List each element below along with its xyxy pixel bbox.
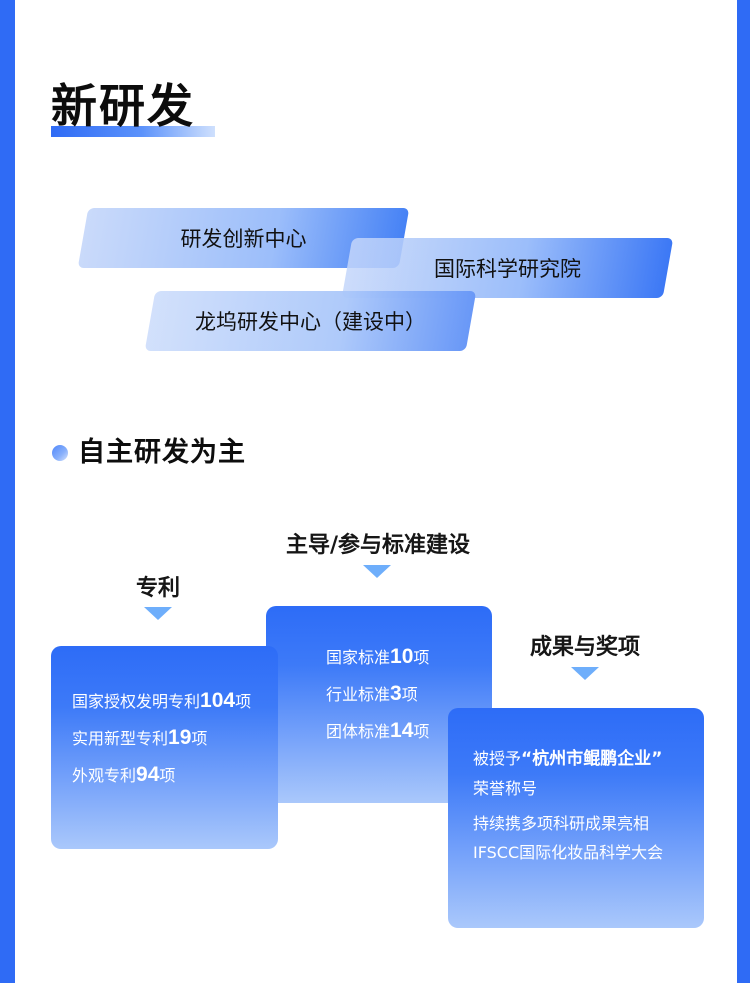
tag-label: 国际科学研究院 [434,257,581,281]
tag-label: 研发创新中心 [180,227,307,251]
standards-arrow-down-icon [363,565,391,578]
bullet-dot-icon [52,445,68,461]
patents-item: 国家授权发明专利104项 [72,689,252,712]
page-title-block: 新研发 [51,78,221,140]
tag-label: 龙坞研发中心（建设中） [195,310,426,334]
awards-label: 成果与奖项 [529,635,640,660]
standards-item: 行业标准3项 [326,682,418,705]
right-border-bar [737,0,750,983]
awards-line: 持续携多项科研成果亮相 [473,814,650,833]
tag-longwu-rd-center: 龙坞研发中心（建设中） [144,291,477,351]
patents-card: 国家授权发明专利104项 实用新型专利19项 外观专利94项 [51,646,278,849]
tag-rd-innovation-center: 研发创新中心 [77,208,410,268]
awards-card: 被授予“杭州市鲲鹏企业” 荣誉称号 持续携多项科研成果亮相 IFSCC国际化妆品… [448,708,704,928]
tag-international-science-institute: 国际科学研究院 [341,238,674,298]
page-title: 新研发 [51,79,195,133]
standards-item: 国家标准10项 [326,645,430,668]
patents-arrow-down-icon [144,607,172,620]
patents-item: 实用新型专利19项 [72,726,208,749]
title-underline [51,126,215,137]
patents-item: 外观专利94项 [72,763,176,786]
patents-label: 专利 [135,576,180,601]
standards-label: 主导/参与标准建设 [285,533,471,558]
awards-arrow-down-icon [571,667,599,680]
awards-line: 荣誉称号 [473,779,538,798]
section-heading: 自主研发为主 [78,437,246,468]
standards-item: 团体标准14项 [326,719,430,742]
awards-line: IFSCC国际化妆品科学大会 [473,843,664,862]
awards-line: 被授予“杭州市鲲鹏企业” [473,749,663,769]
left-border-bar [0,0,15,983]
